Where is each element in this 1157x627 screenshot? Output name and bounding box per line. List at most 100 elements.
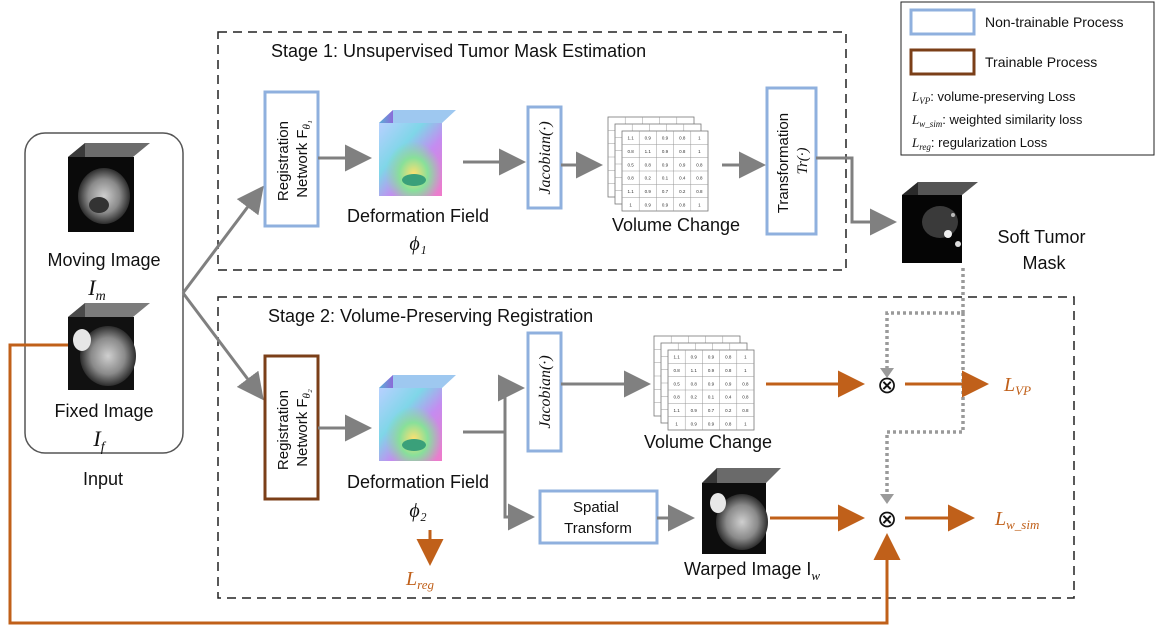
stage1-deformation-label: Deformation Field — [347, 206, 489, 226]
matrix-cell: 0.8 — [627, 149, 634, 154]
stage2-jacobian — [526, 331, 563, 453]
soft-tumor-mask-label: Soft Tumor Mask — [997, 227, 1090, 273]
arrow-fixed-to-otimes — [8, 343, 901, 625]
matrix-cell: 0.9 — [645, 136, 652, 141]
stage2-title: Stage 2: Volume-Preserving Registration — [268, 306, 593, 326]
stage1-jacobian — [526, 105, 563, 210]
arrow-s2-def-to-jac — [463, 374, 525, 434]
matrix-cell: 1 — [744, 368, 747, 373]
matrix-cell: 0.9 — [691, 421, 698, 426]
matrix-cell: 0.9 — [708, 381, 715, 386]
matrix-cell: 0.9 — [645, 202, 652, 207]
matrix-cell: 0.5 — [627, 162, 634, 167]
dotted-mask-to-otimes-top — [885, 268, 965, 370]
legend-trainable-swatch — [909, 48, 976, 76]
matrix-cell: 0.9 — [691, 355, 698, 360]
matrix-cell: 0.9 — [662, 202, 669, 207]
stage2-spatial-text: Spatial Transform — [564, 499, 632, 537]
legend-nontrainable-label: Non-trainable Process — [985, 14, 1124, 30]
matrix-cell: 1.1 — [645, 149, 652, 154]
warped-image-cube — [702, 468, 781, 554]
matrix-cell: 1 — [675, 421, 678, 426]
stage2-box — [217, 296, 1075, 599]
matrix-cell: 0.9 — [708, 355, 715, 360]
matrix-cell: 0.8 — [696, 176, 703, 181]
stage2-volume-change-matrix: 1.1 0.9 0.9 0.8 1 0.8 1.1 0.9 0.8 1 0.5 0.8 0.9 0.9 0.… — [653, 335, 755, 431]
matrix-cell: 1.1 — [673, 355, 680, 360]
matrix-cell: 1 — [698, 136, 701, 141]
matrix-cell: 0.2 — [725, 408, 732, 413]
dotted-mask-to-otimes-bottom — [885, 313, 965, 496]
stage1-reg-text: Registration Network Fθ₁ — [275, 117, 313, 201]
legend-trainable-label: Trainable Process — [985, 54, 1097, 70]
matrix-cell: 0.8 — [627, 176, 634, 181]
stage1-title: Stage 1: Unsupervised Tumor Mask Estimat… — [271, 41, 646, 61]
stage2-jacobian-text: Jacobian(·) — [537, 355, 554, 428]
arrow-s2-def-to-spatial — [503, 432, 535, 531]
loss-vp: LVP — [1003, 374, 1031, 398]
matrix-cell: 0.8 — [645, 162, 652, 167]
matrix-cell: 0.8 — [725, 421, 732, 426]
matrix-cell: 0.8 — [696, 162, 703, 167]
matrix-cell: 1 — [698, 202, 701, 207]
matrix-cell: 0.8 — [696, 189, 703, 194]
matrix-cell: 0.9 — [708, 368, 715, 373]
matrix-cell: 0.2 — [645, 176, 652, 181]
stage1-box — [217, 31, 847, 271]
stage2-deformation-label: Deformation Field — [347, 472, 489, 492]
fixed-image-symbol: If — [92, 426, 106, 455]
legend: Non-trainable Process Trainable Process … — [900, 1, 1155, 156]
soft-tumor-mask-cube — [902, 182, 978, 263]
warped-image-label: Warped Image Iw — [684, 559, 820, 583]
otimes-top: ⊗ — [877, 372, 897, 399]
matrix-cell: 1.1 — [673, 408, 680, 413]
matrix-cell: 0.8 — [673, 368, 680, 373]
matrix-cell: 1 — [744, 355, 747, 360]
matrix-cell: 0.1 — [662, 176, 669, 181]
stage2-volume-change-label: Volume Change — [644, 432, 772, 452]
input-caption: Input — [83, 469, 123, 489]
stage2-deformation-field-cube — [379, 375, 456, 461]
matrix-cell: 1.1 — [627, 136, 634, 141]
stage2-spatial-transform — [538, 489, 659, 545]
matrix-cell: 0.9 — [662, 162, 669, 167]
matrix-cell: 0.9 — [708, 421, 715, 426]
matrix-cell: 1 — [629, 202, 632, 207]
stage1-registration-network — [263, 90, 320, 228]
matrix-cell: 0.8 — [742, 381, 749, 386]
matrix-cell: 0.8 — [725, 355, 732, 360]
matrix-cell: 0.8 — [679, 149, 686, 154]
matrix-cell: 1 — [744, 421, 747, 426]
matrix-cell: 0.8 — [673, 395, 680, 400]
matrix-cell: 0.8 — [725, 368, 732, 373]
stage1-deformation-symbol: ϕ₁ — [409, 233, 426, 255]
matrix-cell: 0.9 — [645, 189, 652, 194]
legend-nontrainable-swatch — [909, 8, 976, 36]
fixed-image-cube — [68, 303, 150, 390]
matrix-cell: 0.9 — [691, 408, 698, 413]
loss-wsim: Lw_sim — [994, 508, 1039, 532]
stage2-reg-text: Registration Network Fθ₂ — [275, 386, 313, 470]
stage2-deformation-symbol: ϕ₂ — [409, 500, 426, 522]
stage1-volume-change-matrix: 1.1 0.9 0.9 0.8 1 0.8 1.1 0.9 0.8 1 0.5 0.8 0.9 0.9 0.… — [607, 116, 709, 212]
fixed-image-label: Fixed Image — [54, 401, 153, 421]
matrix-cell: 0.9 — [662, 149, 669, 154]
arrow-input-to-stage2 — [181, 292, 264, 401]
matrix-cell: 0.5 — [673, 381, 680, 386]
matrix-cell: 1.1 — [627, 189, 634, 194]
matrix-cell: 0.8 — [691, 381, 698, 386]
otimes-bottom: ⊗ — [877, 506, 897, 533]
input-panel: Moving Image Im Fixed Image If — [24, 132, 184, 455]
matrix-cell: 0.7 — [708, 408, 715, 413]
matrix-cell: 0.4 — [725, 395, 732, 400]
matrix-cell: 0.2 — [679, 189, 686, 194]
moving-image-symbol: Im — [87, 275, 105, 304]
matrix-cell: 0.8 — [742, 408, 749, 413]
matrix-cell: 0.1 — [708, 395, 715, 400]
moving-image-label: Moving Image — [47, 250, 160, 270]
legend-lvp: LVP: volume-preserving Loss — [911, 89, 1076, 106]
stage1-transformation-text: Transformation Tr(·) — [775, 109, 811, 213]
stage1-jacobian-text: Jacobian(·) — [537, 121, 554, 194]
legend-lreg: Lreg: regularization Loss — [911, 135, 1048, 152]
